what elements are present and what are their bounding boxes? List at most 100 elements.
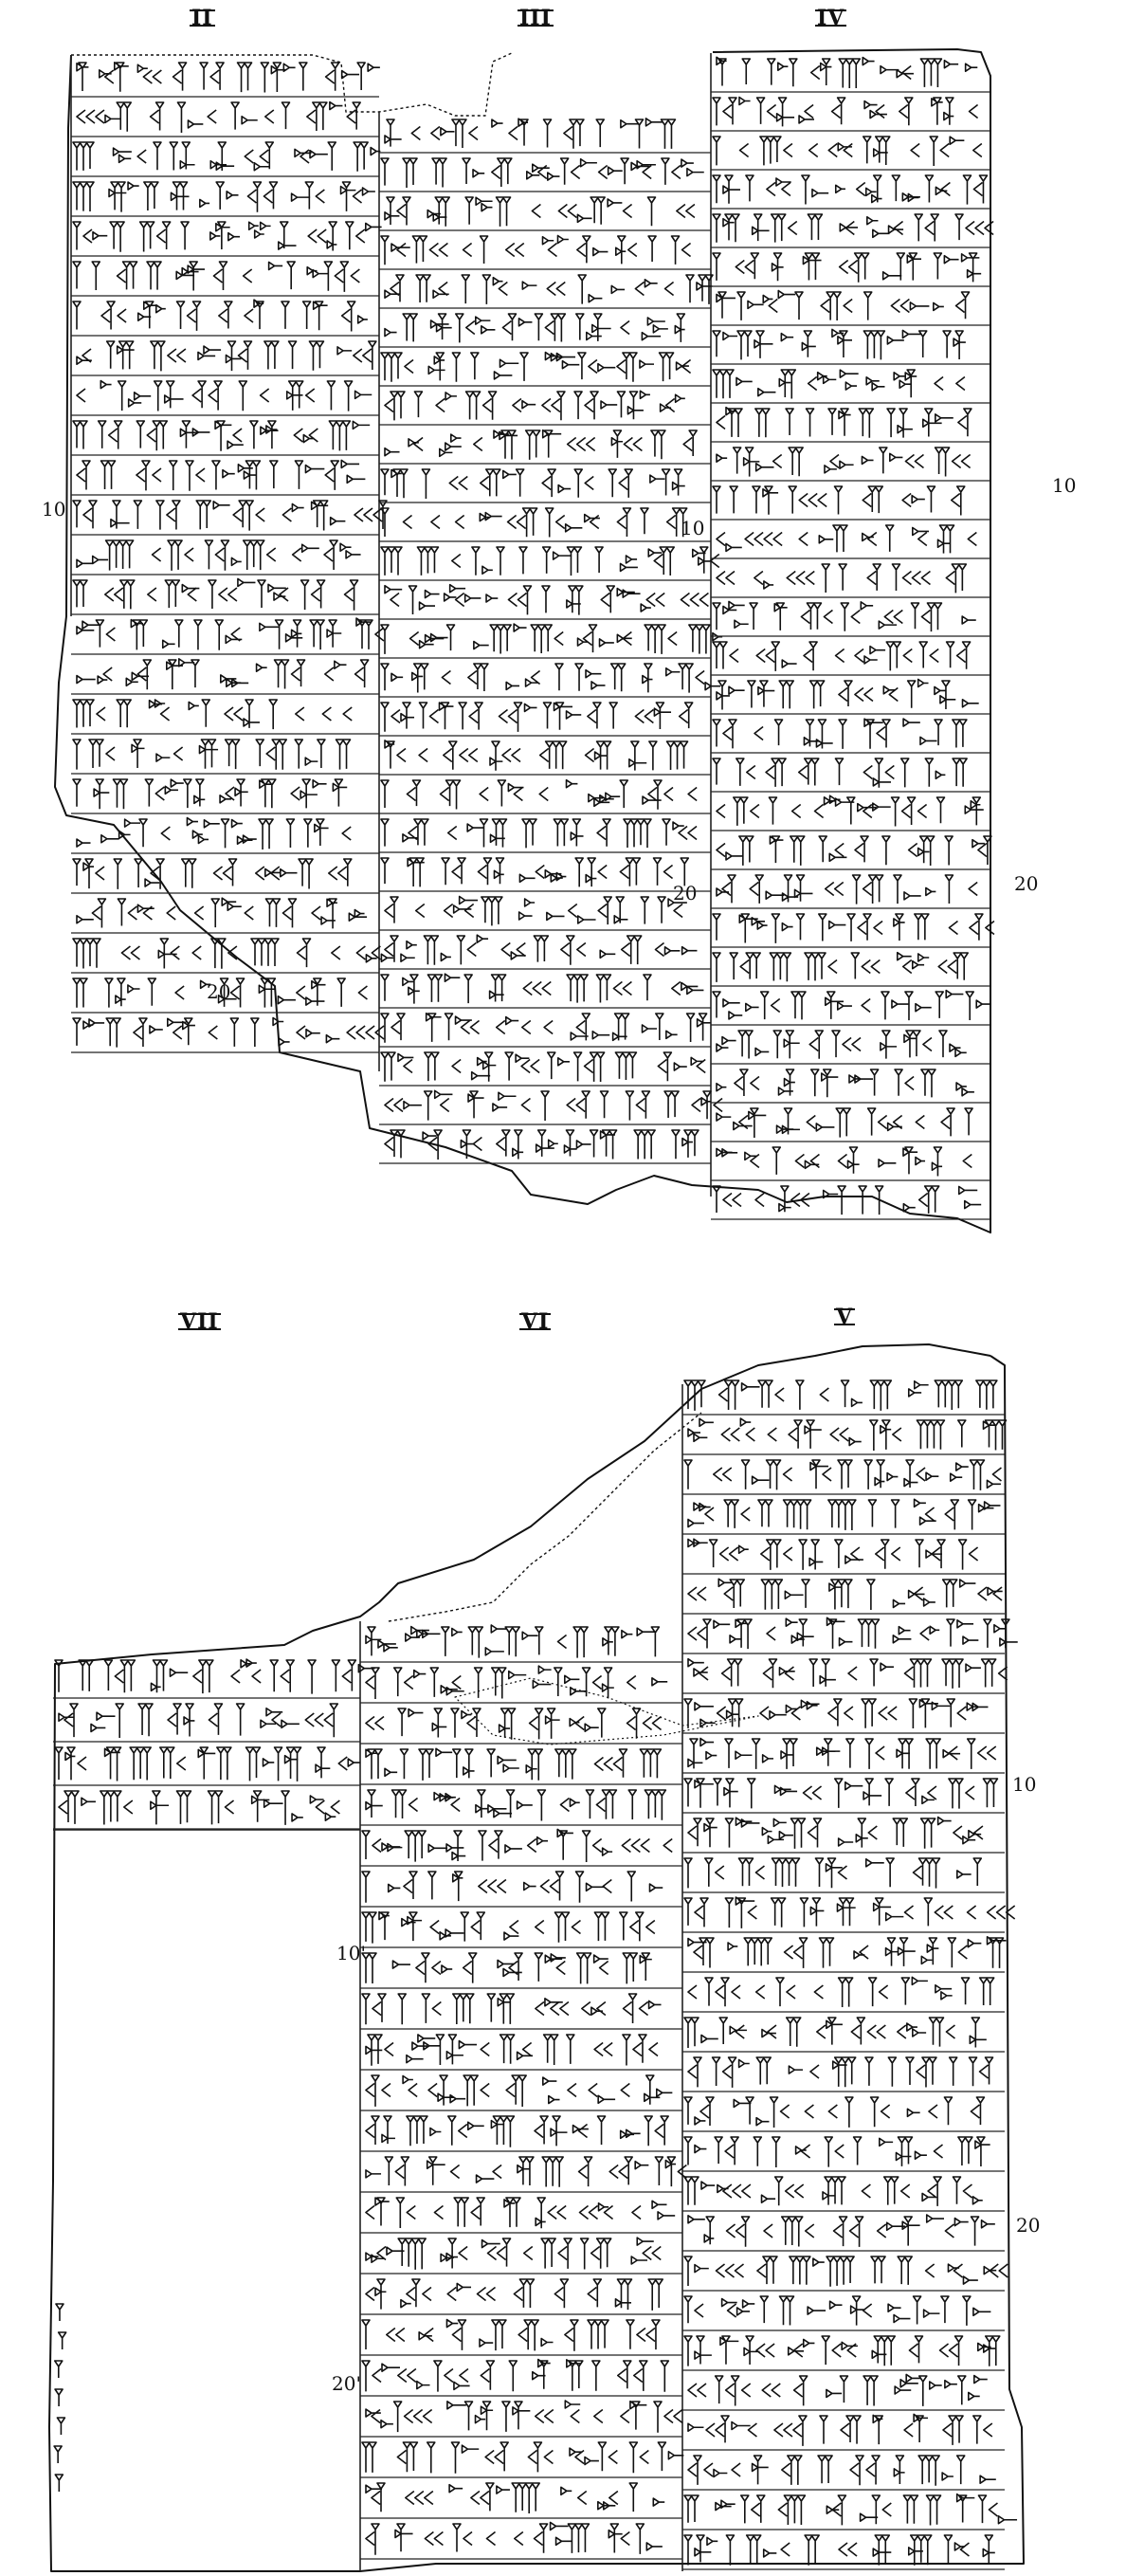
- col-ii-row-sign-row: [76, 617, 385, 650]
- col-vi-row-sign-row: [365, 2074, 673, 2107]
- col-iv-row-sign-row: [712, 252, 982, 283]
- col-v-row-sign-row: [687, 1657, 1008, 1689]
- col-vi-row-sign-row: [365, 1789, 667, 1821]
- edge-wedges: [53, 2303, 67, 2492]
- col-v-row-sign-row: [687, 2455, 996, 2486]
- col-v-row-sign-row: [683, 2534, 995, 2566]
- col-iii-row-sign-row: [384, 390, 685, 421]
- col-iv-row-sign-row: [712, 913, 995, 943]
- line-number-ii-10: 10: [42, 498, 66, 521]
- col-ii-row-sign-row: [76, 816, 352, 850]
- col-v-row-sign-row: [687, 1816, 984, 1849]
- line-number-iv-20: 20: [1014, 872, 1039, 895]
- col-v-row-sign-row: [683, 2017, 987, 2048]
- col-ii-row-sign-row: [72, 938, 394, 969]
- col-iv-row-sign-row: [716, 678, 979, 710]
- col-iv-row-sign-row: [712, 174, 989, 205]
- col-vii-row-sign-row: [54, 1746, 361, 1781]
- line-number-iii-10: 10: [681, 517, 705, 539]
- col-v-row-sign-row: [683, 2335, 1001, 2366]
- col-ii-row-sign-row: [76, 539, 361, 571]
- line-number-vi-20: 20': [332, 2372, 361, 2395]
- col-vi-row-sign-row: [365, 1747, 663, 1781]
- col-iii-row-sign-row: [384, 274, 714, 304]
- col-vii-row-sign-row: [58, 1790, 340, 1825]
- col-iii-row-sign-row: [384, 118, 677, 149]
- col-v-row-sign-row: [683, 1896, 1016, 1928]
- col-iii-row-sign-row: [384, 429, 698, 460]
- col-vi-row-sign-row: [365, 2482, 665, 2513]
- column-label-vi: VI: [519, 1309, 552, 1334]
- col-ii-row-sign-row: [72, 778, 348, 810]
- col-iv-row-sign-row: [712, 600, 976, 632]
- col-vi-row-sign-row: [361, 1993, 662, 2025]
- col-vi-row-sign-row: [365, 2034, 659, 2066]
- col-vi-row-sign-row: [365, 1665, 668, 1699]
- col-v-row-sign-row: [687, 1976, 995, 2007]
- col-iv-row-sign-row: [716, 447, 972, 477]
- col-iv-row-sign-row: [712, 136, 983, 166]
- col-iv-row-sign-row: [716, 289, 971, 321]
- col-ii-row-sign-row: [72, 141, 381, 172]
- col-v-row-sign-row: [683, 1379, 998, 1411]
- col-iv-row-sign-row: [716, 1146, 972, 1177]
- break-line-reverse: [388, 1412, 702, 1622]
- col-iv-row-sign-row: [716, 1107, 973, 1138]
- col-iii-row-sign-row: [380, 468, 685, 499]
- col-iii-row-sign-row: [384, 583, 709, 615]
- col-iii-row-sign-row: [384, 740, 689, 771]
- col-iv-row-sign-row: [712, 1185, 982, 1215]
- break-line-obverse: [71, 52, 513, 117]
- col-iii-row-sign-row: [384, 895, 687, 926]
- col-iii-row-sign-row: [384, 1129, 699, 1160]
- col-ii-row-sign-row: [76, 62, 380, 93]
- column-label-iii: III: [518, 6, 554, 30]
- col-v-row-sign-row: [683, 2096, 986, 2128]
- col-v-row-sign-row: [687, 1737, 997, 1769]
- col-vi-row-sign-row: [365, 1624, 661, 1658]
- col-vi-row-sign-row: [365, 2115, 669, 2147]
- col-iii-row-sign-row: [384, 313, 686, 343]
- col-v-row-sign-row: [687, 1417, 1008, 1451]
- col-v-row-sign-row: [683, 1778, 999, 1809]
- col-iii-row-sign-row: [380, 507, 688, 538]
- col-ii-row-sign-row: [76, 340, 377, 372]
- col-iv-row-sign-row: [716, 795, 984, 827]
- col-ii-row-sign-row: [72, 858, 353, 889]
- col-v-row-sign-row: [683, 2256, 1008, 2287]
- col-ii-row-sign-row: [72, 420, 371, 451]
- line-number-v-20: 20: [1016, 2214, 1041, 2237]
- col-iv-row-sign-row: [712, 718, 968, 749]
- col-vi-row-sign-row: [361, 1871, 663, 1903]
- col-vi-row-sign-row: [365, 2156, 687, 2187]
- col-v-row-sign-row: [683, 1698, 989, 1728]
- col-ii-row-sign-row: [72, 1016, 385, 1048]
- col-iii-row-sign-row: [380, 857, 690, 887]
- col-iv-row-sign-row: [716, 563, 968, 594]
- col-ii-row-sign-row: [72, 181, 375, 212]
- col-iii-row-sign-row: [380, 818, 698, 849]
- col-vi-row-sign-row: [361, 1828, 673, 1862]
- column-label-v: V: [834, 1305, 856, 1329]
- col-vi-row-sign-row: [361, 2358, 670, 2392]
- col-iii-row-sign-row: [380, 623, 723, 654]
- column-label-ii: II: [190, 6, 215, 30]
- col-v-row-sign-row: [687, 1936, 1007, 1968]
- col-vi-row-sign-row: [365, 2521, 663, 2555]
- col-iv-row-sign-row: [716, 406, 972, 438]
- line-number-iv-10: 10: [1052, 474, 1077, 497]
- col-v-row-sign-row: [683, 1857, 983, 1889]
- col-ii-row-sign-row: [76, 100, 361, 133]
- col-ii-row-sign-row: [72, 500, 388, 531]
- col-iv-row-sign-row: [712, 989, 991, 1021]
- col-v-row-sign-row: [687, 2373, 988, 2406]
- col-iii-row-sign-row: [380, 1012, 711, 1043]
- col-iv-row-sign-row: [712, 96, 979, 127]
- col-iv-row-sign-row: [716, 835, 992, 866]
- col-iii-row-sign-row: [380, 234, 692, 265]
- col-iii-row-sign-row: [384, 1089, 723, 1121]
- col-iii-row-sign-row: [380, 778, 698, 810]
- col-iv-row-sign-row: [712, 213, 994, 243]
- col-iv-row-sign-row: [712, 328, 966, 360]
